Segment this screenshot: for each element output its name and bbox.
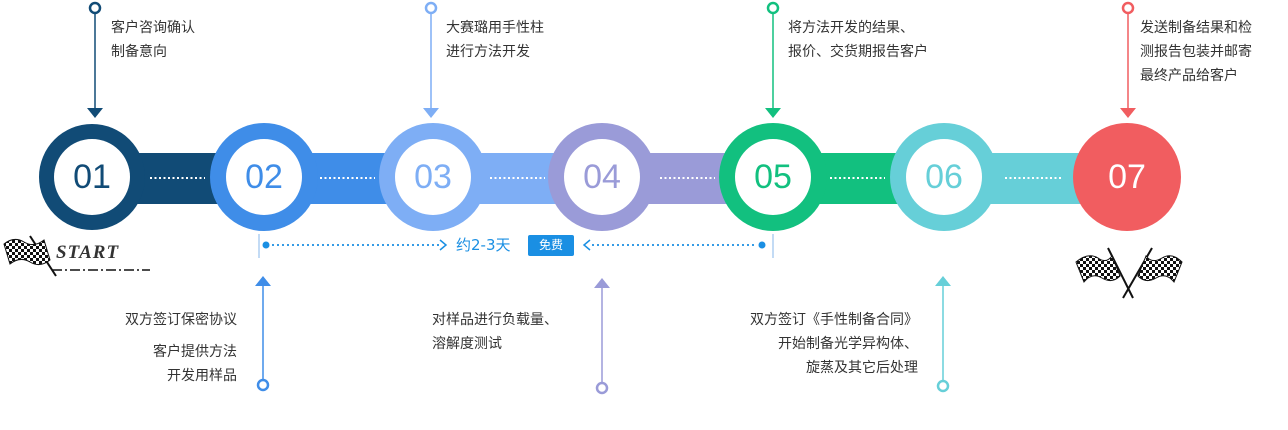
note-line: 最终产品给客户 (1140, 68, 1238, 84)
pointer-top-01 (87, 1, 103, 118)
pointer-bottom-02 (255, 276, 271, 392)
start-label: START (56, 242, 120, 263)
step-03: 03 (379, 123, 487, 231)
note-step-07: 发送制备结果和检 测报告包装并邮寄 最终产品给客户 (1140, 16, 1252, 88)
step-number-07: 07 (1108, 158, 1146, 196)
step-number-01: 01 (73, 158, 111, 196)
pointer-top-03 (423, 1, 439, 118)
note-step-01: 客户咨询确认 制备意向 (111, 16, 195, 64)
note-line: 客户提供方法 (153, 344, 237, 360)
note-line: 大赛璐用手性柱 (446, 20, 544, 36)
step-01: 01 (39, 124, 145, 230)
note-line: 双方签订保密协议 (125, 312, 237, 328)
note-line: 开发用样品 (167, 368, 237, 384)
start-flag-icon (3, 235, 150, 277)
note-line: 将方法开发的结果、 (788, 20, 914, 36)
note-line: 开始制备光学异构体、 (778, 336, 918, 352)
pointer-bottom-04 (594, 278, 610, 395)
step-number-04: 04 (583, 158, 621, 196)
step-number-03: 03 (414, 158, 452, 196)
step-07: 07 (1073, 123, 1181, 231)
note-line: 双方签订《手性制备合同》 (750, 312, 918, 328)
note-step-05: 将方法开发的结果、 报价、交货期报告客户 (788, 16, 928, 64)
step-number-02: 02 (245, 158, 283, 196)
pointer-top-05 (765, 1, 781, 118)
step-02: 02 (210, 123, 318, 231)
pointer-bottom-06 (935, 276, 951, 393)
step-06: 06 (890, 123, 998, 231)
note-step-02: 双方签订保密协议 客户提供方法 开发用样品 (125, 308, 237, 388)
note-step-06: 双方签订《手性制备合同》 开始制备光学异构体、 旋蒸及其它后处理 (750, 308, 918, 380)
step-number-05: 05 (754, 158, 792, 196)
duration-span (258, 234, 774, 258)
note-line: 进行方法开发 (446, 44, 530, 60)
free-badge: 免费 (528, 235, 574, 256)
finish-flags-icon (1075, 247, 1183, 299)
note-line: 制备意向 (111, 44, 167, 60)
note-line: 溶解度测试 (432, 336, 502, 352)
step-number-06: 06 (925, 158, 963, 196)
duration-text: 约2-3天 (456, 236, 511, 254)
step-05: 05 (719, 123, 827, 231)
note-line: 客户咨询确认 (111, 20, 195, 36)
note-line: 对样品进行负载量、 (432, 312, 558, 328)
pointer-top-07 (1120, 1, 1136, 118)
note-line: 报价、交货期报告客户 (788, 44, 928, 60)
note-line: 发送制备结果和检 (1140, 20, 1252, 36)
step-04: 04 (548, 123, 656, 231)
note-step-03: 大赛璐用手性柱 进行方法开发 (446, 16, 544, 64)
note-line: 旋蒸及其它后处理 (806, 360, 918, 376)
note-line: 测报告包装并邮寄 (1140, 44, 1252, 60)
note-step-04: 对样品进行负载量、 溶解度测试 (432, 308, 558, 356)
